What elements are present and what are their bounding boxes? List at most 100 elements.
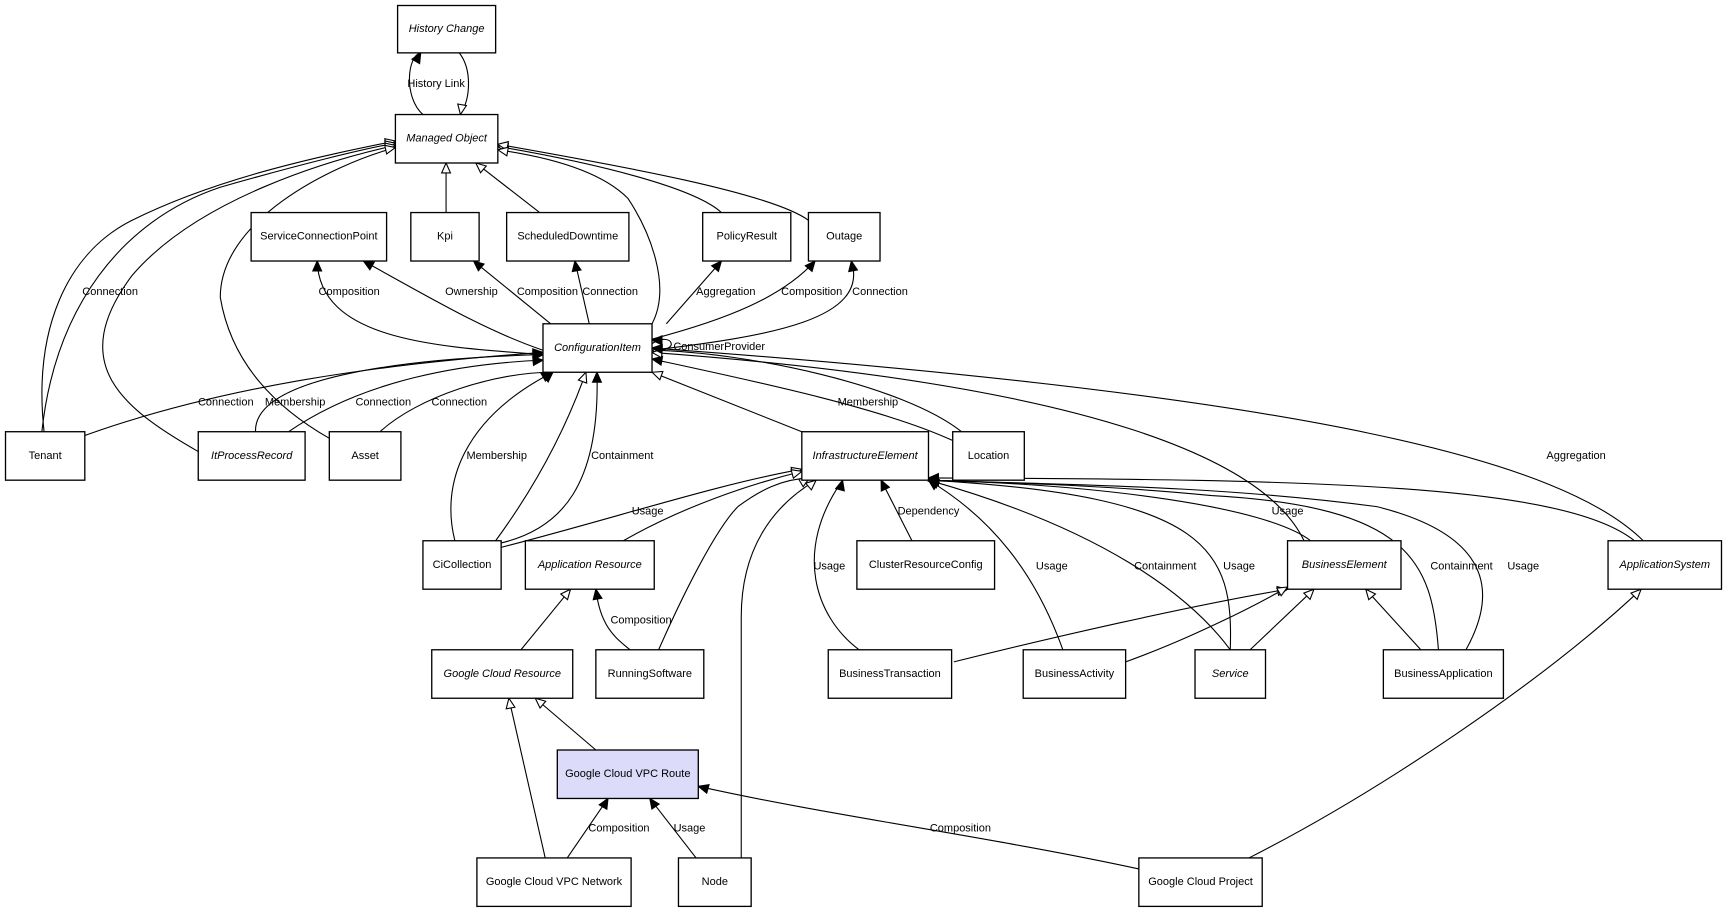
class-node-google-cloud-vpc-route[interactable]: Google Cloud VPC Route [556,749,699,800]
class-node-location[interactable]: Location [952,431,1025,481]
class-node-business-transaction[interactable]: BusinessTransaction [827,649,953,699]
class-node-it-process-record[interactable]: ItProcessRecord [197,431,306,481]
edge-line[interactable] [566,798,609,859]
edge-line[interactable] [379,371,552,433]
edge-line[interactable] [953,588,1288,663]
edge-line[interactable] [520,588,571,651]
edge-configuration_item-to-scheduled_downtime[interactable] [571,259,590,324]
edge-line[interactable] [649,798,697,859]
class-box[interactable] [1286,540,1402,590]
edge-ci_collection-to-configuration_item[interactable] [450,371,554,541]
edge-line[interactable] [574,260,590,324]
class-node-business-activity[interactable]: BusinessActivity [1022,649,1127,699]
edge-line[interactable] [740,479,817,858]
class-box[interactable] [1022,649,1127,699]
edge-application_resource-to-infrastructure_element[interactable] [623,469,804,542]
edge-line[interactable] [928,479,1232,650]
edge-line[interactable] [1249,588,1315,651]
class-box[interactable] [328,431,402,481]
class-node-application-system[interactable]: ApplicationSystem [1607,540,1723,590]
class-box[interactable] [250,211,388,262]
class-box[interactable] [197,431,306,481]
class-box[interactable] [431,649,574,699]
edge-line[interactable] [928,479,1484,651]
edge-it_process_record-to-configuration_item[interactable] [288,355,545,433]
class-node-ci-collection[interactable]: CiCollection [422,540,502,590]
class-node-node[interactable]: Node [677,857,752,908]
edge-line[interactable] [928,479,1231,651]
edge-asset-to-managed_object[interactable] [219,144,397,439]
edge-configuration_item-to-kpi[interactable] [472,260,552,325]
class-box[interactable] [542,323,653,373]
class-node-managed-object[interactable]: Managed Object [394,113,499,164]
class-box[interactable] [702,211,792,262]
class-node-google-cloud-vpc-network[interactable]: Google Cloud VPC Network [476,857,632,908]
edge-line[interactable] [651,371,803,433]
edge-application_system-to-configuration_item[interactable] [650,343,1644,542]
edge-configuration_item-to-outage[interactable] [651,259,859,351]
edge-line[interactable] [651,347,1644,542]
edge-application_system-to-infrastructure_element[interactable] [927,472,1635,542]
class-node-kpi[interactable]: Kpi [410,211,480,262]
class-node-business-element[interactable]: BusinessElement [1286,540,1402,590]
edge-line[interactable] [1125,586,1288,663]
edge-line[interactable] [651,358,953,442]
class-box[interactable] [476,857,632,908]
class-node-business-application[interactable]: BusinessApplication [1382,649,1505,699]
edge-line[interactable] [501,468,802,548]
edge-line[interactable] [813,479,860,651]
class-box[interactable] [801,431,930,481]
class-box[interactable] [410,211,480,262]
edge-running_software-to-infrastructure_element[interactable] [658,477,811,651]
edge-google_cloud_vpc_route-to-google_cloud_resource[interactable] [534,697,597,751]
edge-location-to-configuration_item[interactable] [650,355,953,442]
class-node-google-cloud-resource[interactable]: Google Cloud Resource [431,649,574,699]
edge-google_cloud_project-to-application_system[interactable] [1248,588,1643,859]
edge-ci_collection-to-configuration_item[interactable] [495,370,588,542]
edge-line[interactable] [501,372,598,544]
edge-line[interactable] [652,349,962,433]
edge-line[interactable] [363,260,544,351]
edge-node-to-google_cloud_vpc_route[interactable] [649,797,697,859]
edge-google_cloud_vpc_network-to-google_cloud_vpc_route[interactable] [566,797,609,859]
edge-line[interactable] [41,140,396,432]
class-node-scheduled-downtime[interactable]: ScheduledDowntime [505,211,630,262]
edge-tenant-to-configuration_item[interactable] [76,348,545,439]
edge-configuration_item-to-policy_result[interactable] [665,259,723,325]
edge-configuration_item-to-service_connection_point[interactable] [311,259,544,356]
class-node-service-connection-point[interactable]: ServiceConnectionPoint [250,211,388,262]
edge-business_transaction-to-infrastructure_element[interactable] [813,478,860,651]
edge-cluster_resource_config-to-infrastructure_element[interactable] [880,478,913,542]
edge-line[interactable] [497,143,809,221]
class-node-configuration-item[interactable]: ConfigurationItem [542,323,653,373]
class-node-asset[interactable]: Asset [328,431,402,481]
class-box[interactable] [1194,649,1267,699]
edge-line[interactable] [102,144,396,453]
class-box[interactable] [396,4,497,54]
edge-line[interactable] [473,260,552,325]
class-box[interactable] [856,540,996,590]
class-box[interactable] [1607,540,1723,590]
edge-configuration_item-to-managed_object[interactable] [496,146,661,325]
class-box[interactable] [556,749,699,800]
edge-service-to-business_element[interactable] [1249,588,1315,651]
edge-business_activity-to-business_element[interactable] [1125,586,1289,663]
class-node-tenant[interactable]: Tenant [4,431,86,481]
edge-line[interactable] [288,359,544,433]
edge-line[interactable] [508,698,546,859]
class-box[interactable] [524,540,655,590]
edge-ci_collection-to-configuration_item[interactable] [501,370,603,544]
edge-managed_object-to-history_change[interactable] [408,51,424,115]
edge-history_change-to-managed_object[interactable] [457,52,469,116]
class-box[interactable] [952,431,1025,481]
edge-line[interactable] [698,785,1139,870]
edge-line[interactable] [658,477,810,651]
edge-configuration_item-to-outage[interactable] [651,259,816,340]
edge-line[interactable] [219,147,396,439]
edge-location-to-configuration_item[interactable] [650,345,962,433]
edge-business_application-to-business_element[interactable] [1364,588,1422,651]
edge-node-to-infrastructure_element[interactable] [740,479,818,858]
class-box[interactable] [677,857,752,908]
edge-line[interactable] [497,149,661,325]
edge-line[interactable] [450,371,554,541]
